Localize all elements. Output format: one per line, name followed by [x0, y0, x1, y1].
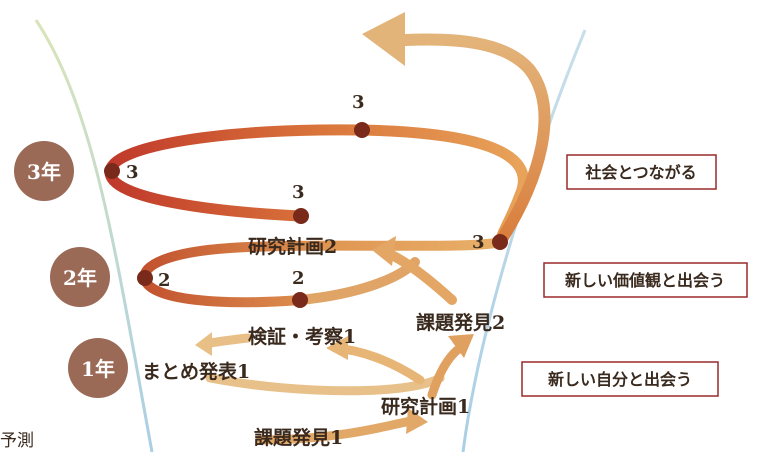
spiral-year2-back	[139, 237, 505, 308]
funnel-left-line	[34, 19, 154, 452]
step-kensho1: 検証・考察1	[248, 325, 356, 348]
goal-label-values: 新しい価値観と出会う	[565, 271, 725, 290]
year-label-2: 2年	[63, 266, 97, 290]
arrow-matome-head	[326, 336, 348, 360]
year-label-1: 1年	[81, 357, 115, 381]
spiral-keikaku1-up	[427, 343, 465, 400]
year-label-3: 3年	[27, 160, 61, 184]
goal-label-society: 社会とつながる	[584, 163, 696, 182]
step-kadai1: 課題発見1	[254, 426, 343, 449]
goal-box-values: 新しい価値観と出会う	[543, 262, 748, 298]
year-badge-1: 1年	[68, 338, 128, 398]
step-keikaku2: 研究計画2	[248, 235, 337, 258]
spiral-year1-back	[205, 373, 445, 396]
arrow-keikaku1-head	[448, 334, 474, 358]
goal-label-self: 新しい自分と出会う	[548, 370, 692, 389]
marker-y3-front: 3	[292, 182, 305, 203]
marker-y2-front: 2	[292, 268, 305, 289]
spiral-year3-loop	[104, 124, 529, 248]
dot-y3-left	[104, 163, 120, 179]
dot-y3-right	[492, 234, 508, 250]
marker-y3-left: 3	[126, 162, 139, 183]
marker-y3-back: 3	[352, 92, 365, 113]
dot-y3-front	[293, 208, 309, 224]
dot-y2-left	[137, 270, 153, 286]
goal-box-society: 社会とつながる	[566, 154, 717, 190]
arrow-kadai1-head	[406, 408, 428, 434]
funnel-right-line	[461, 29, 587, 452]
marker-y2-left: 2	[158, 270, 171, 291]
year-badge-3: 3年	[14, 141, 74, 201]
step-keikaku1: 研究計画1	[381, 395, 470, 418]
step-kadai2: 課題発見2	[416, 311, 505, 334]
goal-box-self: 新しい自分と出会う	[521, 361, 719, 397]
corner-text: 予測	[0, 431, 34, 451]
dot-y2-front	[292, 292, 308, 308]
arrow-kadai2-head	[372, 236, 396, 266]
spiral-year1-rise	[255, 415, 420, 445]
arrow-kensho-head	[195, 332, 212, 356]
marker-y3-right: 3	[472, 232, 485, 253]
step-matome1: まとめ発表1	[142, 360, 250, 383]
arrow-top-head	[362, 12, 405, 66]
spiral-year2-front	[295, 257, 420, 305]
year-badge-2: 2年	[50, 247, 110, 307]
spiral-up-to-top	[399, 33, 551, 248]
dot-y3-back	[354, 122, 370, 138]
